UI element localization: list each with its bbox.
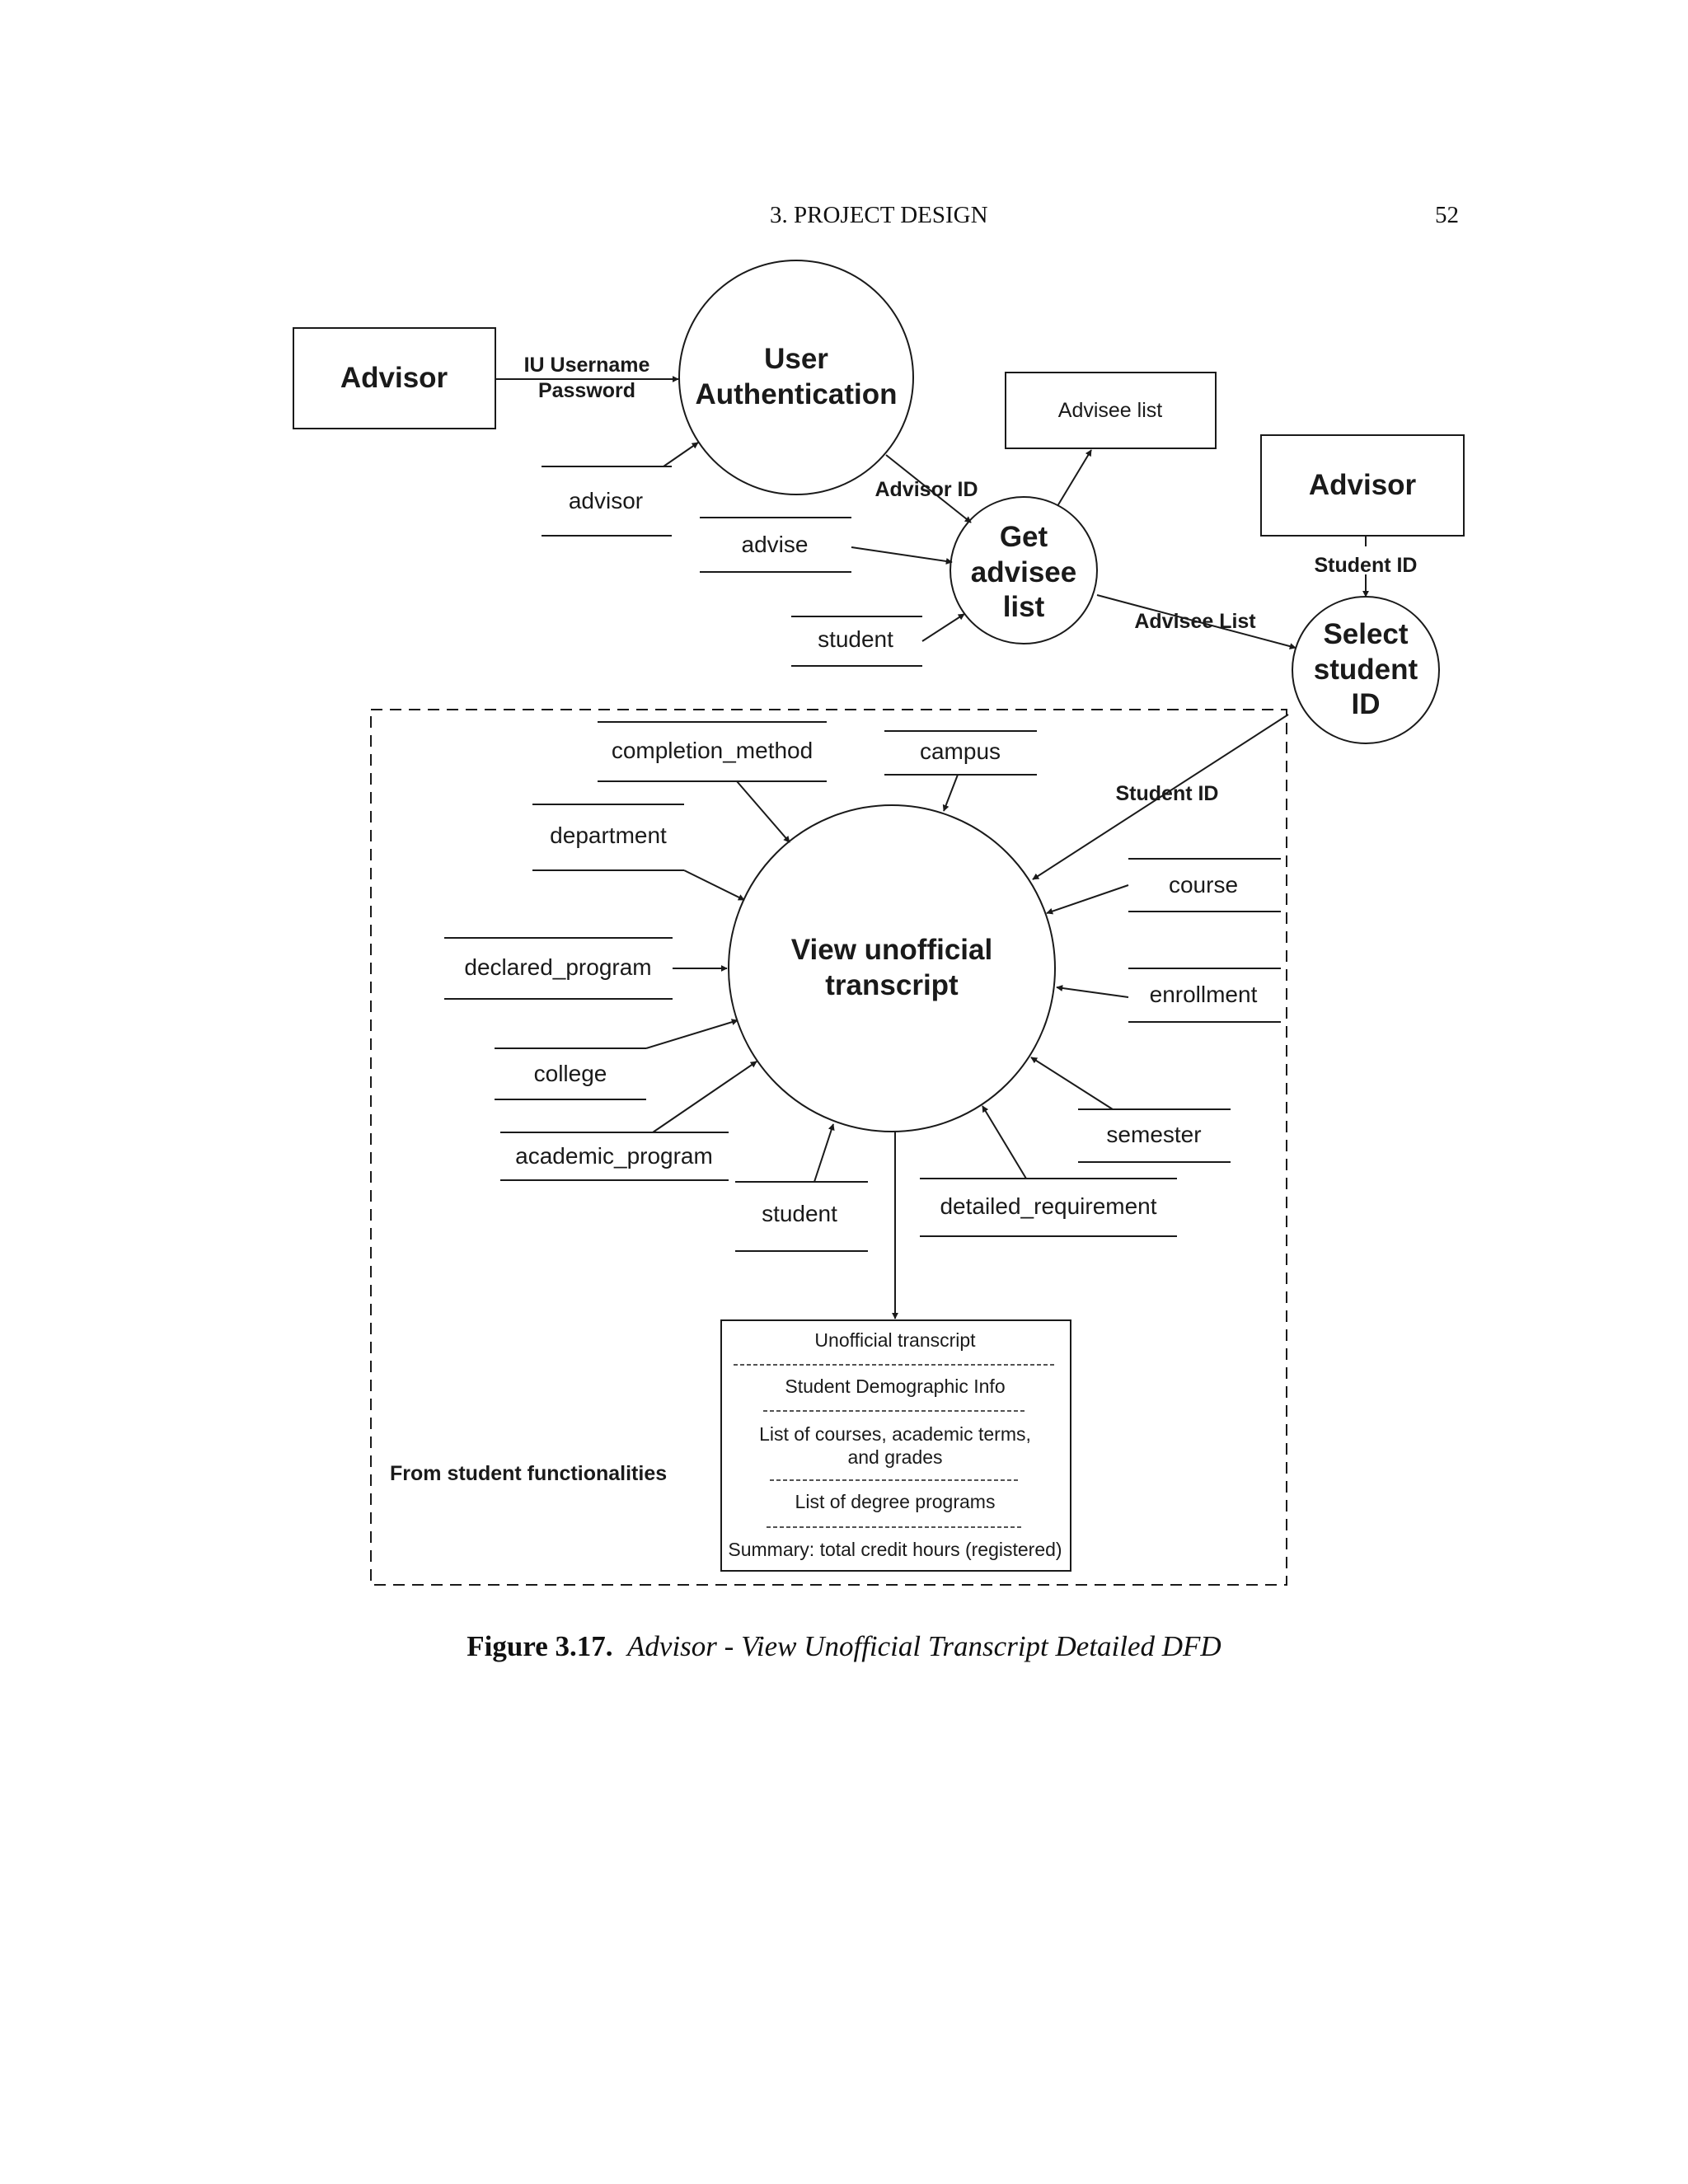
store-declared-program: declared_program bbox=[464, 954, 651, 980]
process-select-line3: ID bbox=[1352, 688, 1381, 720]
process-view-line2: transcript bbox=[825, 969, 959, 1001]
store-student-top: student bbox=[818, 626, 893, 652]
process-select-line1: Select bbox=[1323, 618, 1408, 650]
process-get-advisee-line2: advisee bbox=[971, 556, 1076, 588]
advisor-entity-right: Advisor bbox=[1260, 434, 1465, 537]
process-view-unofficial-transcript: View unofficial transcript bbox=[728, 804, 1056, 1132]
store-semester: semester bbox=[1106, 1122, 1201, 1147]
page-number: 52 bbox=[1435, 202, 1459, 228]
store-student-bottom: student bbox=[762, 1201, 837, 1226]
advisor-entity-left: Advisor bbox=[293, 327, 496, 429]
flow-credentials-line2: Password bbox=[538, 379, 635, 402]
advisor-entity-left-label: Advisor bbox=[340, 362, 448, 394]
advisor-entity-right-label: Advisor bbox=[1309, 469, 1417, 501]
flow-advisor-id: Advisor ID bbox=[874, 478, 978, 501]
boundary-box bbox=[370, 709, 1287, 1586]
store-advise: advise bbox=[742, 532, 809, 557]
process-user-auth-line2: Authentication bbox=[696, 378, 898, 410]
transcript-box-courses-line2: and grades bbox=[847, 1446, 942, 1468]
store-advisor: advisor bbox=[569, 488, 643, 513]
flow-advisee-list: Advisee List bbox=[1134, 610, 1256, 633]
figure-caption: Figure 3.17. Advisor - View Unofficial T… bbox=[0, 1630, 1688, 1663]
store-enrollment: enrollment bbox=[1150, 982, 1258, 1007]
store-department: department bbox=[550, 823, 667, 848]
running-header: 3. PROJECT DESIGN bbox=[770, 202, 988, 228]
store-detailed-requirement: detailed_requirement bbox=[940, 1193, 1156, 1219]
unofficial-transcript-box: Unofficial transcript Student Demographi… bbox=[720, 1319, 1071, 1572]
transcript-box-degree-programs: List of degree programs bbox=[795, 1491, 996, 1512]
flow-student-id-top: Student ID bbox=[1315, 554, 1418, 577]
transcript-box-title: Unofficial transcript bbox=[814, 1329, 976, 1351]
store-academic-program: academic_program bbox=[515, 1143, 713, 1169]
transcript-box-courses-line1: List of courses, academic terms, bbox=[759, 1423, 1031, 1445]
process-get-advisee-line3: list bbox=[1003, 591, 1045, 623]
transcript-box-demographic: Student Demographic Info bbox=[785, 1376, 1005, 1397]
boundary-label: From student functionalities bbox=[390, 1462, 667, 1485]
process-select-line2: student bbox=[1314, 654, 1418, 686]
process-view-line1: View unofficial bbox=[791, 934, 992, 966]
store-college: college bbox=[534, 1061, 607, 1086]
flow-student-id-mid: Student ID bbox=[1116, 782, 1219, 805]
process-user-auth-line1: User bbox=[764, 343, 828, 375]
process-user-authentication: User Authentication bbox=[678, 260, 914, 495]
transcript-box-summary: Summary: total credit hours (registered) bbox=[728, 1539, 1062, 1560]
process-get-advisee-list: Get advisee list bbox=[950, 496, 1098, 644]
process-get-advisee-line1: Get bbox=[1000, 521, 1048, 553]
figure-caption-text: Advisor - View Unofficial Transcript Det… bbox=[627, 1630, 1221, 1662]
figure-label: Figure 3.17. bbox=[467, 1630, 613, 1662]
process-select-student-id: Select student ID bbox=[1292, 596, 1440, 744]
store-campus: campus bbox=[920, 738, 1001, 764]
store-completion-method: completion_method bbox=[612, 738, 813, 763]
flow-credentials-line1: IU Username bbox=[524, 354, 650, 377]
store-course: course bbox=[1169, 872, 1238, 898]
advisee-list-output-label: Advisee list bbox=[1058, 399, 1162, 422]
advisee-list-output: Advisee list bbox=[1005, 372, 1217, 449]
